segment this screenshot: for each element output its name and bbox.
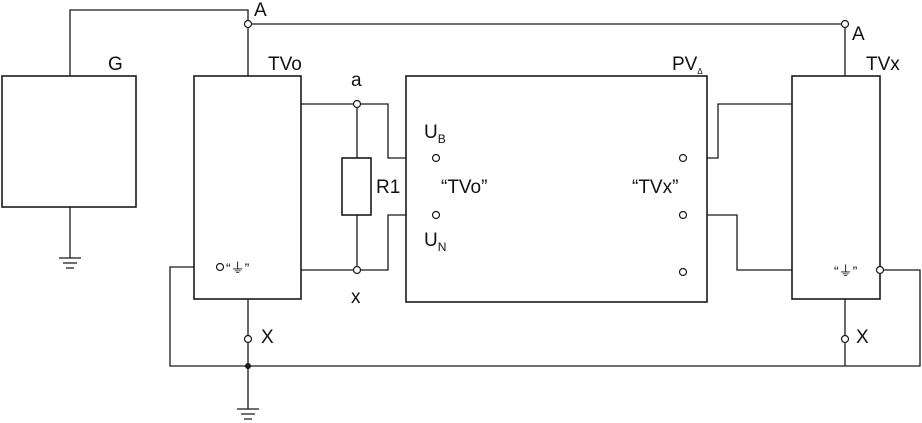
terminal-A-left: [243, 19, 253, 29]
terminal-TVx-1: [678, 153, 688, 163]
label-input-UN: UN: [424, 230, 446, 254]
wire-PV-TVx-bottom: [683, 214, 792, 271]
terminal-TVx-2: [678, 210, 688, 220]
wire-bottom-bus: [248, 269, 921, 367]
terminal-UN: [431, 210, 441, 220]
terminal-TVo-ground: [215, 262, 225, 272]
terminal-TVx-ground: [875, 265, 885, 275]
terminal-UB: [431, 153, 441, 163]
label-node-X-left: X: [261, 327, 274, 348]
label-generator: G: [108, 54, 123, 75]
label-node-A-right: A: [852, 24, 865, 45]
terminal-A-right: [840, 19, 850, 29]
label-pv-sub: Δ: [697, 67, 703, 76]
label-UN-sub: N: [438, 240, 447, 254]
label-UB-sub: B: [438, 132, 446, 146]
terminal-X-right: [840, 334, 850, 344]
label-channel-tvx: “TVx”: [632, 177, 678, 198]
label-channel-tvo: “TVo”: [441, 177, 487, 198]
label-tvx: TVx: [866, 54, 900, 75]
ground-symbol-main: [237, 408, 259, 420]
label-node-a: a: [351, 70, 362, 91]
terminal-TVx-3: [678, 267, 688, 277]
tvx-box: [791, 75, 881, 300]
terminal-a: [352, 99, 362, 109]
label-pv: PVΔ: [672, 54, 703, 76]
label-ground-terminal-tvo: “⏚”: [226, 260, 250, 276]
wire-G-to-A: [69, 9, 249, 76]
label-ground-terminal-tvx: “⏚”: [834, 263, 858, 279]
label-pv-main: PV: [672, 54, 698, 75]
generator-box: [1, 75, 137, 208]
label-resistor: R1: [376, 177, 400, 198]
label-UN-main: U: [424, 230, 438, 251]
terminal-X-left: [243, 334, 253, 344]
ground-symbol-generator: [59, 257, 81, 269]
tvo-box: [193, 75, 302, 300]
junction-dot: [245, 363, 251, 369]
label-node-A-left: A: [254, 0, 267, 21]
resistor-r1: [341, 157, 372, 216]
label-tvo: TVo: [268, 54, 302, 75]
instrument-box: [405, 75, 708, 303]
label-node-x: x: [351, 287, 361, 308]
terminal-x: [352, 265, 362, 275]
label-node-X-right: X: [856, 327, 869, 348]
label-input-UB: UB: [424, 122, 446, 146]
label-UB-main: U: [424, 122, 438, 143]
